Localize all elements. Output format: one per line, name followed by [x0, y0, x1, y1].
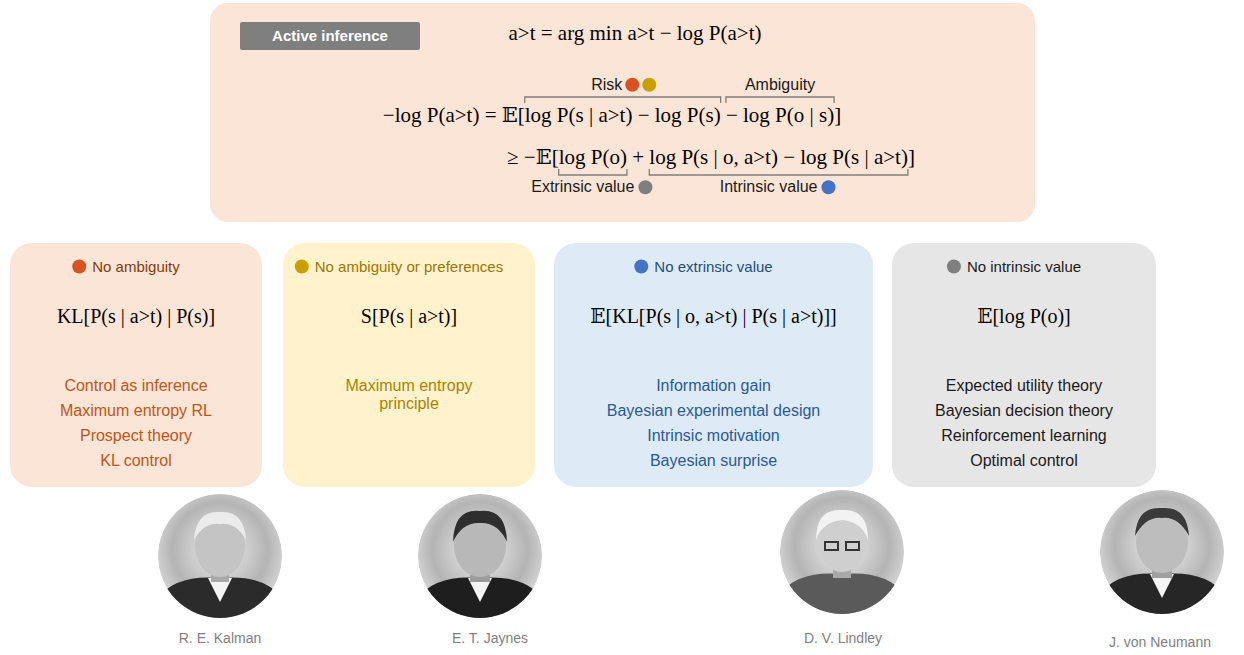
portrait-suit	[418, 577, 542, 618]
bracket	[649, 169, 908, 175]
color-dot	[822, 180, 836, 194]
bracket	[726, 97, 834, 103]
heading: No ambiguity	[20, 258, 252, 275]
color-dot	[642, 78, 656, 92]
list-item: Maximum entropy RL	[18, 402, 254, 420]
portrait-ground	[418, 494, 542, 618]
portrait-hair	[453, 511, 507, 542]
formula: S[P(s | a>t)]	[291, 305, 527, 328]
color-dot	[625, 78, 639, 92]
formula: 𝔼[KL[P(s | o, a>t) | P(s | a>t)]]	[562, 305, 865, 328]
heading: No intrinsic value	[902, 258, 1146, 275]
portrait	[1100, 490, 1224, 614]
list-item: Expected utility theory	[900, 377, 1148, 395]
portrait	[780, 490, 904, 614]
color-dot	[634, 260, 648, 274]
color-dot	[295, 260, 309, 274]
list-item: Bayesian experimental design	[562, 402, 865, 420]
list-item: Prospect theory	[18, 427, 254, 445]
portrait-ground	[780, 490, 904, 614]
term-label: Risk	[591, 76, 622, 94]
panel-box: No ambiguityKL[P(s | a>t) | P(s)] Control…	[10, 243, 262, 487]
portrait-hair	[1135, 508, 1189, 536]
panel-box: a>t = arg min a>t − log P(a>t)RiskAmbigu…	[210, 3, 1035, 222]
equation: ≥ −𝔼[log P(o) + log P(s | o, a>t) − log …	[391, 145, 1031, 169]
title-tab: Active inference	[240, 22, 420, 50]
portrait-ground	[1100, 490, 1224, 614]
formula: KL[P(s | a>t) | P(s)]	[18, 305, 254, 328]
portrait-suit	[780, 573, 904, 614]
person-name: D. V. Lindley	[743, 630, 943, 646]
portrait-suit	[1100, 573, 1224, 614]
tab-title: Active inference	[272, 27, 388, 44]
list-item: Intrinsic motivation	[562, 427, 865, 445]
panel-box: No extrinsic value𝔼[KL[P(s | o, a>t) | P…	[554, 243, 873, 487]
panel-box: No ambiguity or preferencesS[P(s | a>t)]…	[283, 243, 535, 487]
portrait-suit	[158, 577, 282, 618]
formula: 𝔼[log P(o)]	[900, 305, 1148, 328]
list-item: Maximum entropy principle	[319, 377, 499, 414]
list-item: Optimal control	[900, 452, 1148, 470]
portrait-hair	[816, 510, 868, 540]
color-dot	[947, 260, 961, 274]
term-label: Intrinsic value	[720, 178, 818, 196]
term-label: Ambiguity	[745, 76, 815, 94]
color-dot	[72, 260, 86, 274]
portrait-glasses	[825, 542, 859, 550]
equation: −log P(a>t) = 𝔼[log P(s | a>t) − log P(s…	[212, 103, 1012, 127]
list-item: Reinforcement learning	[900, 427, 1148, 445]
term-label: Extrinsic value	[531, 178, 634, 196]
portrait-hair	[194, 512, 246, 540]
bracket	[559, 169, 627, 175]
portrait	[418, 494, 542, 618]
person-name: J. von Neumann	[1060, 634, 1244, 650]
heading: No ambiguity or preferences	[314, 258, 504, 275]
list-item: Bayesian surprise	[562, 452, 865, 470]
heading: No extrinsic value	[564, 258, 863, 275]
list-item: KL control	[18, 452, 254, 470]
portrait	[158, 494, 282, 618]
person-name: E. T. Jaynes	[390, 630, 590, 646]
bracket	[525, 97, 721, 103]
list-item: Control as inference	[18, 377, 254, 395]
color-dot	[638, 180, 652, 194]
list-item: Bayesian decision theory	[900, 402, 1148, 420]
portrait-ground	[158, 494, 282, 618]
list-item: Information gain	[562, 377, 865, 395]
panel-box: No intrinsic value𝔼[log P(o)] Expected ut…	[892, 243, 1156, 487]
person-name: R. E. Kalman	[120, 630, 320, 646]
